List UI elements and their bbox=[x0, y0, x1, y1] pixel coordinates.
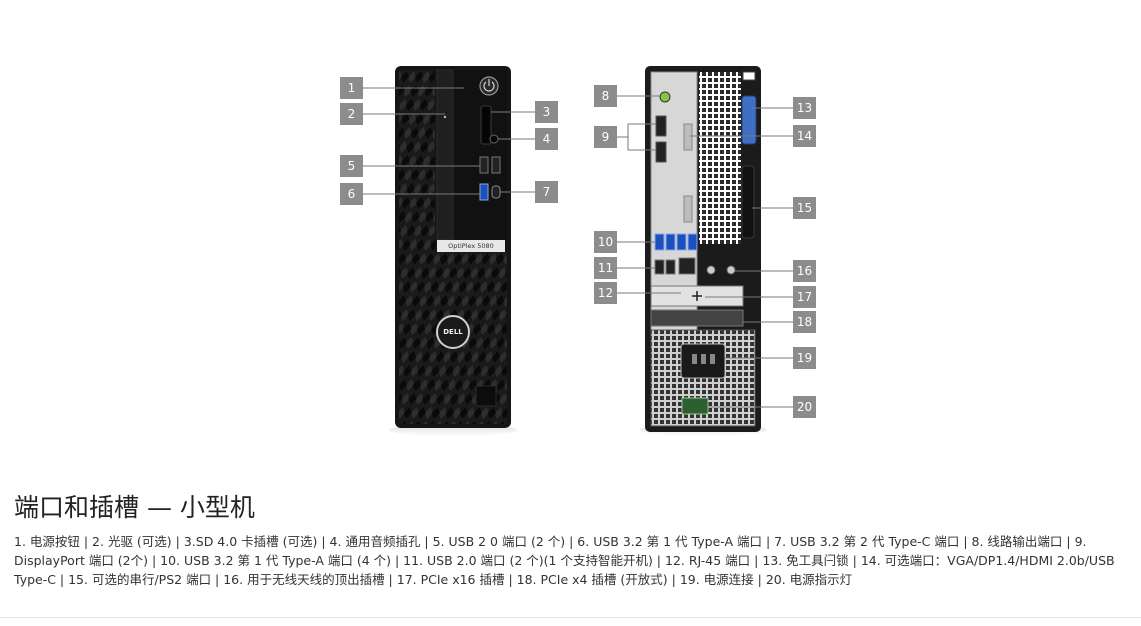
rj45-port[interactable] bbox=[678, 257, 696, 275]
callout-9: 9 bbox=[594, 123, 656, 151]
svg-text:18: 18 bbox=[797, 315, 812, 329]
section-title: 端口和插槽 — 小型机 bbox=[14, 493, 255, 522]
model-badge-plate bbox=[437, 240, 505, 252]
svg-text:14: 14 bbox=[797, 129, 812, 143]
product-figure: OptiPlex 5080 DELL bbox=[340, 66, 816, 436]
usb2-port-2[interactable] bbox=[491, 156, 501, 174]
callout-6: 6 bbox=[340, 183, 480, 205]
callout-3: 3 bbox=[491, 101, 558, 123]
rear-usb3-port-4[interactable] bbox=[687, 233, 698, 251]
rear-view bbox=[639, 66, 767, 436]
displayport-2[interactable] bbox=[655, 141, 667, 163]
rear-usb2-port-2[interactable] bbox=[665, 259, 676, 275]
callout-12: 12 bbox=[594, 282, 681, 304]
drive-eject-dot bbox=[443, 115, 447, 119]
port-list-description: 1. 电源按钮 | 2. 光驱 (可选) | 3.SD 4.0 卡插槽 (可选)… bbox=[14, 534, 1115, 587]
svg-text:13: 13 bbox=[797, 101, 812, 115]
callout-19: 19 bbox=[725, 347, 816, 369]
rear-usb2-port-1[interactable] bbox=[654, 259, 665, 275]
svg-text:17: 17 bbox=[797, 290, 812, 304]
callout-13: 13 bbox=[752, 97, 816, 119]
svg-text:19: 19 bbox=[797, 351, 812, 365]
front-view: OptiPlex 5080 DELL bbox=[389, 66, 517, 436]
dell-logo-text: DELL bbox=[443, 328, 463, 336]
optional-video-port[interactable] bbox=[683, 123, 693, 151]
rear-usb3-port-3[interactable] bbox=[676, 233, 687, 251]
callout-11: 11 bbox=[594, 257, 655, 279]
tool-less-latch-icon[interactable] bbox=[741, 95, 757, 145]
optical-drive-bay bbox=[436, 69, 454, 241]
callout-8: 8 bbox=[594, 85, 660, 107]
svg-text:1: 1 bbox=[348, 81, 356, 95]
svg-text:9: 9 bbox=[602, 130, 610, 144]
optional-serial-port[interactable] bbox=[741, 165, 755, 239]
svg-text:5: 5 bbox=[348, 159, 356, 173]
usb2-port-1[interactable] bbox=[479, 156, 489, 174]
svg-text:16: 16 bbox=[797, 264, 812, 278]
callout-17: 17 bbox=[705, 286, 816, 308]
usb3-type-a-port[interactable] bbox=[479, 183, 489, 201]
antenna-knockout-1 bbox=[706, 265, 716, 275]
svg-text:20: 20 bbox=[797, 400, 812, 414]
bottom-divider bbox=[0, 617, 1141, 618]
svg-text:3: 3 bbox=[543, 105, 551, 119]
model-badge-text: OptiPlex 5080 bbox=[448, 242, 494, 250]
pcie-x4-slot[interactable] bbox=[650, 309, 744, 327]
optional-port-cover bbox=[683, 195, 693, 223]
dell-logo-icon bbox=[436, 315, 470, 349]
antenna-knockout-2 bbox=[726, 265, 736, 275]
svg-text:2: 2 bbox=[348, 107, 356, 121]
svg-text:11: 11 bbox=[598, 261, 613, 275]
svg-text:15: 15 bbox=[797, 201, 812, 215]
rear-usb3-port-2[interactable] bbox=[665, 233, 676, 251]
callout-5: 5 bbox=[340, 155, 480, 177]
callout-4: 4 bbox=[498, 128, 558, 150]
svg-text:10: 10 bbox=[598, 235, 613, 249]
callout-15: 15 bbox=[752, 197, 816, 219]
displayport-1[interactable] bbox=[655, 115, 667, 137]
callout-14: 14 bbox=[690, 125, 816, 147]
power-symbol-icon bbox=[483, 81, 495, 92]
power-indicator-light bbox=[681, 397, 709, 415]
front-foot-block bbox=[475, 385, 497, 407]
callout-2: 2 bbox=[340, 103, 445, 125]
padlock-ring bbox=[742, 71, 756, 81]
svg-text:8: 8 bbox=[602, 89, 610, 103]
line-out-jack-icon[interactable] bbox=[659, 91, 671, 103]
callout-10: 10 bbox=[594, 231, 655, 253]
callout-20: 20 bbox=[708, 396, 816, 418]
usb-type-c-port[interactable] bbox=[491, 185, 501, 199]
audio-jack-icon[interactable] bbox=[489, 134, 499, 144]
callout-7: 7 bbox=[500, 181, 558, 203]
rear-vent bbox=[699, 72, 741, 244]
callout-16: 16 bbox=[735, 260, 816, 282]
callout-18: 18 bbox=[743, 311, 816, 333]
svg-text:6: 6 bbox=[348, 187, 356, 201]
rear-usb3-port-1[interactable] bbox=[654, 233, 665, 251]
sd-card-slot[interactable] bbox=[480, 105, 492, 145]
svg-text:7: 7 bbox=[543, 185, 551, 199]
callouts: 1 2 3 4 5 6 7 bbox=[340, 77, 816, 418]
svg-text:12: 12 bbox=[598, 286, 613, 300]
svg-text:4: 4 bbox=[543, 132, 551, 146]
callout-1: 1 bbox=[340, 77, 464, 99]
